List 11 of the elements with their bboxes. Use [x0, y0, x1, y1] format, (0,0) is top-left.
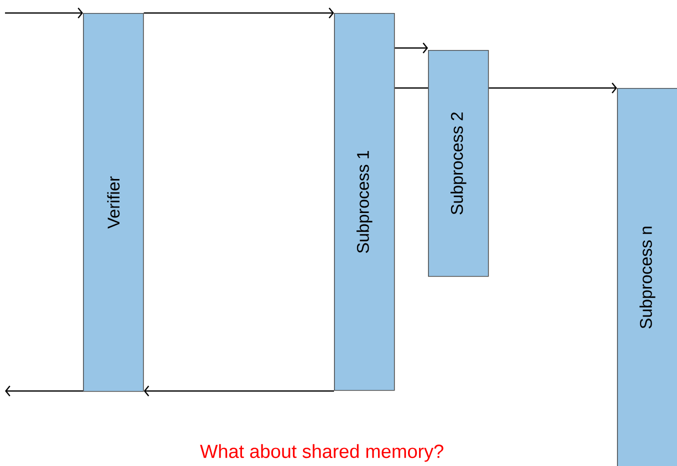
process-box: Subprocess n — [617, 88, 677, 466]
arrow — [144, 8, 334, 18]
note-text: What about shared memory? — [200, 444, 444, 462]
process-box: Verifier — [83, 13, 144, 392]
arrow — [5, 386, 83, 396]
arrow — [5, 8, 83, 18]
arrow — [144, 386, 334, 396]
arrow — [394, 42, 428, 54]
arrow — [488, 82, 617, 94]
process-box: Subprocess 2 — [428, 50, 489, 277]
process-box: Subprocess 1 — [334, 13, 395, 391]
